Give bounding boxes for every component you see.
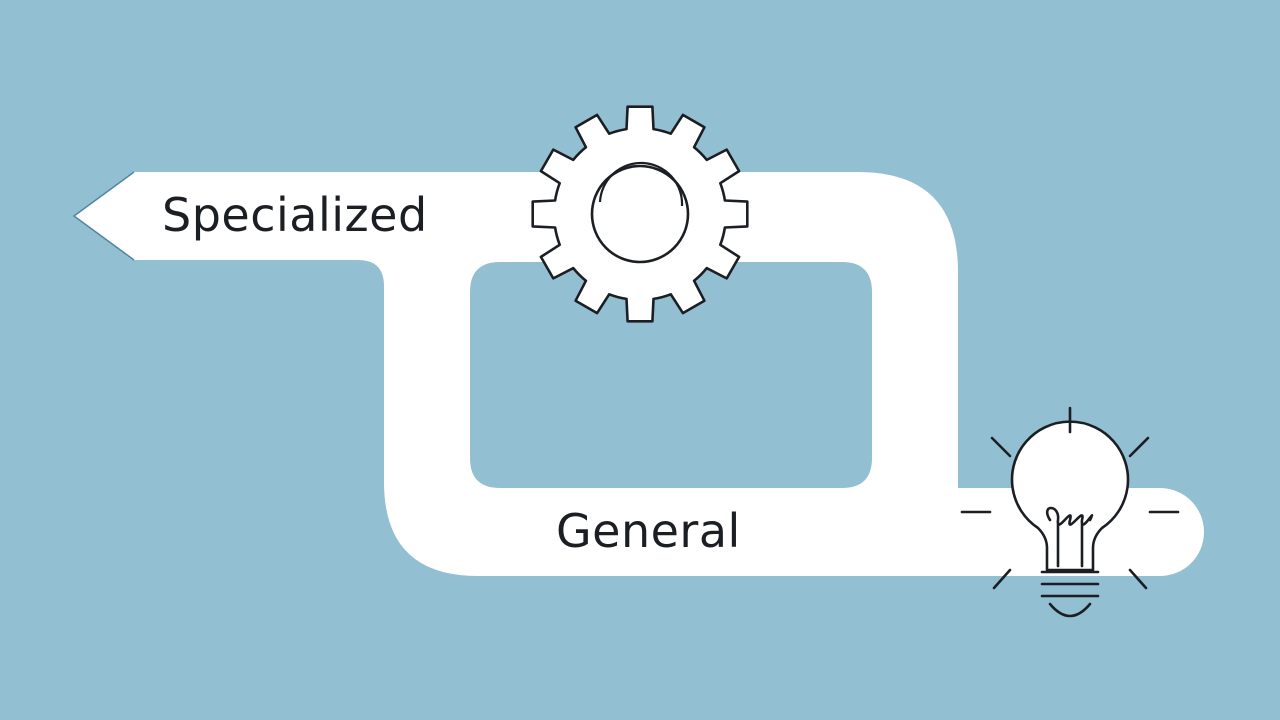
arrow-tip — [72, 171, 135, 261]
label-general: General — [556, 504, 741, 558]
lightbulb-icon — [960, 406, 1180, 618]
bulb-glass — [1010, 420, 1130, 572]
label-specialized: Specialized — [162, 188, 428, 242]
path-band — [74, 172, 1204, 576]
bulb-filament — [1046, 506, 1094, 568]
bulb-rays — [960, 406, 1180, 590]
gear-hub — [590, 164, 690, 264]
gear-icon — [531, 105, 749, 323]
gear-hub-inner — [598, 161, 684, 207]
